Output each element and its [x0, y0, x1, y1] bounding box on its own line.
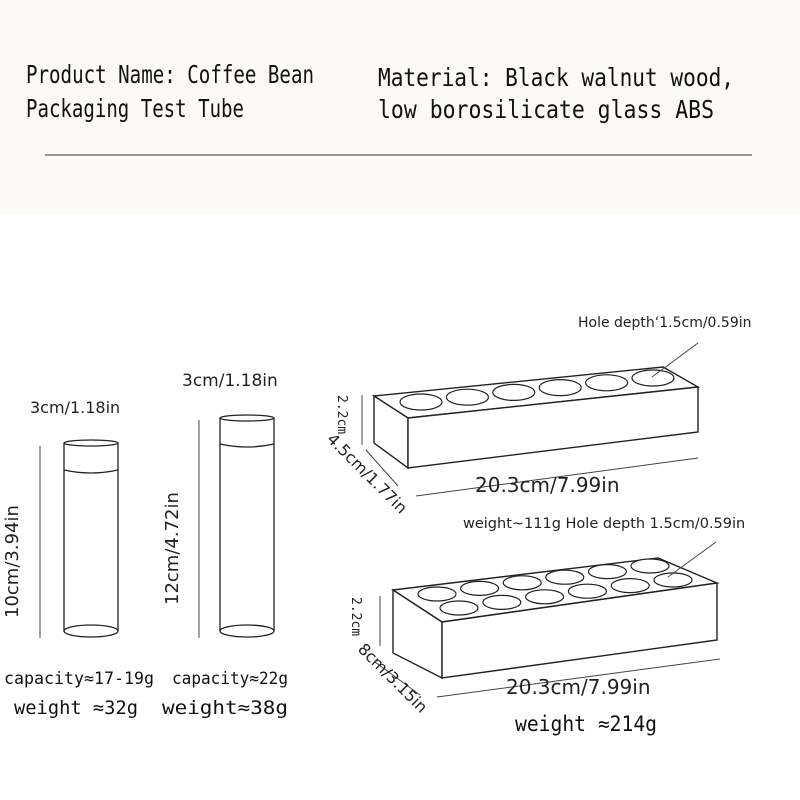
hole [399, 393, 443, 411]
tube-bottom [219, 624, 275, 638]
hole [492, 383, 536, 401]
depth-ruler [374, 661, 421, 696]
material-line2: low borosilicate glass ABS [378, 95, 714, 124]
hole-depth-leader [667, 541, 717, 578]
rack-6-weight-hole-depth: weight~111g Hole depth 1.5cm/0.59in [463, 516, 745, 532]
hole [587, 563, 628, 580]
tube-cap-band [219, 443, 275, 448]
tube-large-weight: weight≈38g [162, 697, 288, 719]
rack-12-weight: weight ≈214g [515, 712, 657, 736]
tube-large-capacity: capacity≈22g [172, 669, 288, 689]
tube-small-diameter: 3cm/1.18in [30, 398, 120, 417]
hole [545, 569, 585, 585]
hole [630, 558, 670, 574]
rack-holes [417, 558, 693, 616]
product-name-line2: Packaging Test Tube [26, 94, 244, 123]
tube-large: 3cm/1.18in 12cm/4.72in capacity≈22g weig… [162, 371, 288, 719]
hole [439, 600, 479, 616]
rack-12-length: 20.3cm/7.99in [506, 675, 651, 699]
hole [445, 388, 489, 406]
rack-6-height: 2.2cm [334, 395, 349, 434]
tube-small-height: 10cm/3.94in [2, 505, 23, 618]
depth-ruler [365, 449, 399, 487]
hole [460, 580, 500, 597]
rack-holes [399, 369, 675, 411]
tube-small-capacity: capacity≈17-19g [4, 669, 154, 689]
hole [482, 594, 522, 611]
hole [538, 379, 582, 397]
hole [417, 586, 457, 602]
hole [610, 577, 650, 594]
tube-large-height: 12cm/4.72in [162, 492, 183, 605]
hole [567, 583, 608, 599]
tube-large-diameter: 3cm/1.18in [182, 371, 278, 391]
tube-bottom [63, 624, 119, 638]
tube-small: 3cm/1.18in 10cm/3.94in capacity≈17-19g w… [2, 398, 154, 719]
hole [653, 572, 693, 588]
length-ruler [436, 658, 721, 698]
rack-6-hole-depth: Hole depth‘1.5cm/0.59in [578, 315, 752, 331]
length-ruler [415, 457, 699, 497]
tube-cap-top [63, 439, 119, 447]
material-line1: Material: Black walnut wood, [378, 63, 734, 92]
header: Product Name: Coffee Bean Packaging Test… [26, 60, 734, 124]
hole-depth-leader [651, 342, 699, 378]
hole [502, 575, 542, 591]
rack-front-face [441, 582, 718, 679]
rack-front-face [407, 386, 699, 469]
rack-12-height: 2.2cm [348, 597, 363, 636]
tube-cap-top [219, 414, 275, 422]
tube-cap-band [63, 469, 119, 474]
rack-12-hole: 2.2cm 8cm/3.15in 20.3cm/7.99in weight ≈2… [348, 541, 721, 736]
tube-body [219, 418, 275, 631]
hole [631, 369, 675, 387]
rack-6-hole: Hole depth‘1.5cm/0.59in 2.2cm 4.5cm/1.77… [323, 315, 751, 532]
rack-6-length: 20.3cm/7.99in [475, 473, 620, 497]
tube-body [63, 443, 119, 631]
hole [524, 589, 565, 605]
header-background [0, 0, 800, 215]
product-name-line1: Product Name: Coffee Bean [26, 60, 314, 89]
hole [584, 374, 629, 392]
tube-small-weight: weight ≈32g [14, 697, 138, 719]
